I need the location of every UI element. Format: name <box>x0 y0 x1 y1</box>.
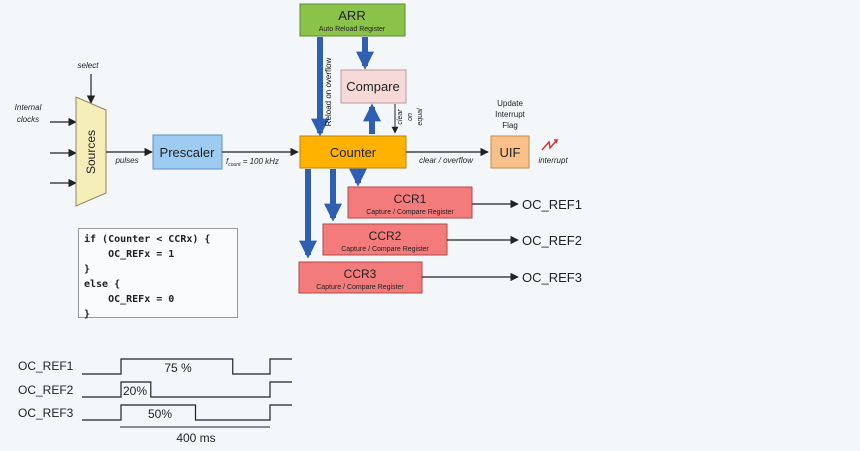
ccr2-subtitle: Capture / Compare Register <box>341 246 429 253</box>
code-block: if (Counter < CCRx) { OC_REFx = 1 } else… <box>78 228 238 320</box>
interrupt-label: interrupt <box>538 156 568 165</box>
clear-label: clear <box>397 109 404 125</box>
update-label: Update <box>497 99 523 108</box>
clear-overflow-label: clear / overflow <box>419 156 474 165</box>
compare-label: Compare <box>346 79 399 94</box>
wave-label-3: OC_REF3 <box>18 406 74 420</box>
sources-label: Sources <box>84 130 98 174</box>
ccr2-title: CCR2 <box>369 229 402 243</box>
interrupt-label-2: Interrupt <box>495 110 526 119</box>
oc-ref3-output: OC_REF3 <box>522 270 582 285</box>
fcount-f: f <box>226 157 229 166</box>
waveforms <box>82 358 292 421</box>
reload-label: Reload on overflow <box>324 58 333 127</box>
arr-subtitle: Auto Reload Register <box>319 26 386 33</box>
arr-block <box>299 3 406 37</box>
wave-label-2: OC_REF2 <box>18 383 74 397</box>
uif-label: UIF <box>500 145 521 160</box>
flag-label: Flag <box>502 121 518 130</box>
code-line: OC_REFx = 1 <box>84 249 175 260</box>
clock-inputs <box>50 117 77 188</box>
period-label: 400 ms <box>176 431 215 445</box>
on-label: on <box>407 113 414 121</box>
prescaler-label: Prescaler <box>160 145 216 160</box>
waveform-2 <box>82 381 292 398</box>
arr-title: ARR <box>338 8 365 23</box>
duty-label-3: 50% <box>148 407 172 421</box>
fcount-value: = 100 kHz <box>240 157 278 166</box>
uif-block <box>490 135 530 169</box>
pulses-label: pulses <box>114 156 138 165</box>
ccr1-block <box>347 186 473 219</box>
code-line: } <box>84 309 91 320</box>
code-line: } <box>84 264 91 275</box>
fcount-sub: count <box>228 162 241 168</box>
waveform-3 <box>82 404 292 421</box>
oc-ref1-output: OC_REF1 <box>522 197 582 212</box>
waveform-1 <box>82 358 292 375</box>
lightning-icon <box>541 139 559 151</box>
counter-block <box>299 135 407 169</box>
duty-label-1: 75 % <box>164 361 192 375</box>
ccr1-title: CCR1 <box>394 192 427 206</box>
duty-label-2: 20% <box>123 384 147 398</box>
equal-label: equal <box>417 108 424 126</box>
sources-mux <box>75 96 107 207</box>
clocks-label: clocks <box>17 115 39 124</box>
compare-block <box>340 69 407 104</box>
ccr1-subtitle: Capture / Compare Register <box>366 209 454 216</box>
counter-label: Counter <box>330 145 377 160</box>
wave-label-1: OC_REF1 <box>18 359 74 373</box>
ccr3-subtitle: Capture / Compare Register <box>316 284 404 291</box>
ccr3-block <box>298 261 423 294</box>
ccr2-block <box>322 223 448 256</box>
code-line: OC_REFx = 0 <box>84 294 175 305</box>
fcount-label: fcount = 100 kHz <box>226 157 279 168</box>
select-label: select <box>78 61 100 70</box>
internal-label: Internal <box>15 103 42 112</box>
oc-ref2-output: OC_REF2 <box>522 233 582 248</box>
ccr3-title: CCR3 <box>344 267 377 281</box>
code-line: if (Counter < CCRx) { <box>84 234 211 245</box>
code-line: else { <box>84 279 121 290</box>
